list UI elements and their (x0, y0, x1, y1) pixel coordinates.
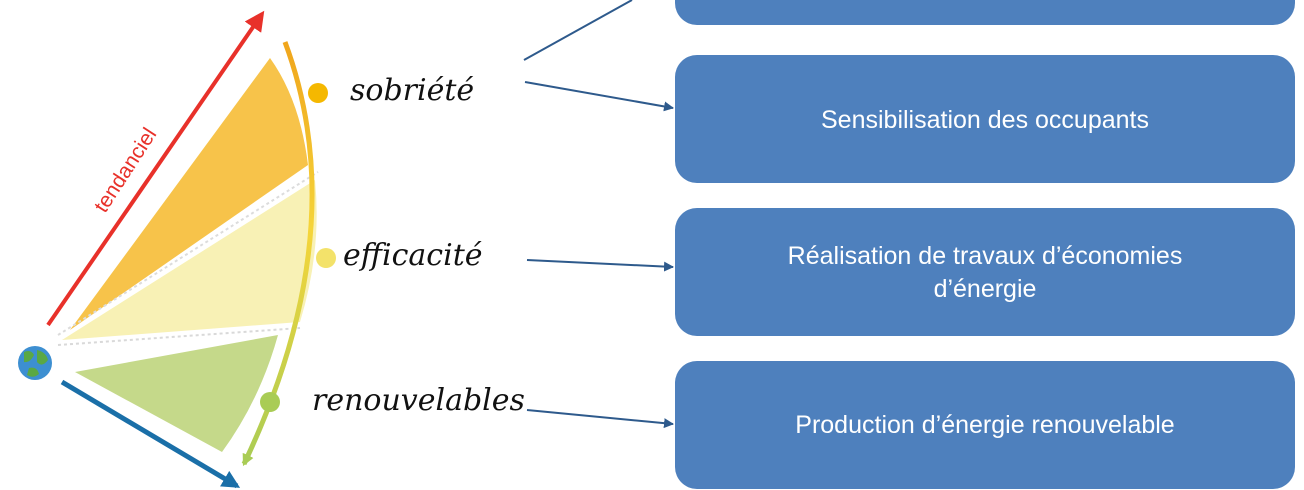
connector-arrow (526, 409, 674, 429)
efficiency-marker (316, 248, 336, 268)
connector-arrow (526, 259, 674, 272)
trend-label: tendanciel (90, 124, 161, 217)
step-label-renewables: renouvelables (312, 383, 525, 418)
renewables-marker (260, 392, 280, 412)
action-box-awareness-text: Sensibilisation des occupants (821, 106, 1149, 134)
target-arrow (60, 379, 241, 489)
step-label-sobriety: sobriété (350, 73, 474, 108)
step-label-efficiency: efficacité (343, 238, 483, 273)
action-box-production-text: Production d’énergie renouvelable (795, 411, 1174, 439)
trend-arrow (46, 10, 265, 327)
action-box-production (675, 361, 1295, 489)
action-box-works-line-2: d’énergie (934, 275, 1037, 303)
connector-line (523, 0, 633, 61)
action-box-works (675, 208, 1295, 336)
fan-renewables-wedge (75, 335, 278, 452)
connector-arrow (524, 81, 674, 112)
action-box-works-line-1: Réalisation de travaux d’économies (788, 242, 1183, 270)
fan-efficiency-wedge (62, 180, 317, 340)
sobriety-marker (308, 83, 328, 103)
action-box-partial (675, 0, 1295, 25)
fan-sobriety-wedge (70, 58, 308, 330)
action-box-awareness (675, 55, 1295, 183)
fan-divider (57, 327, 301, 346)
globe-icon (18, 346, 52, 380)
